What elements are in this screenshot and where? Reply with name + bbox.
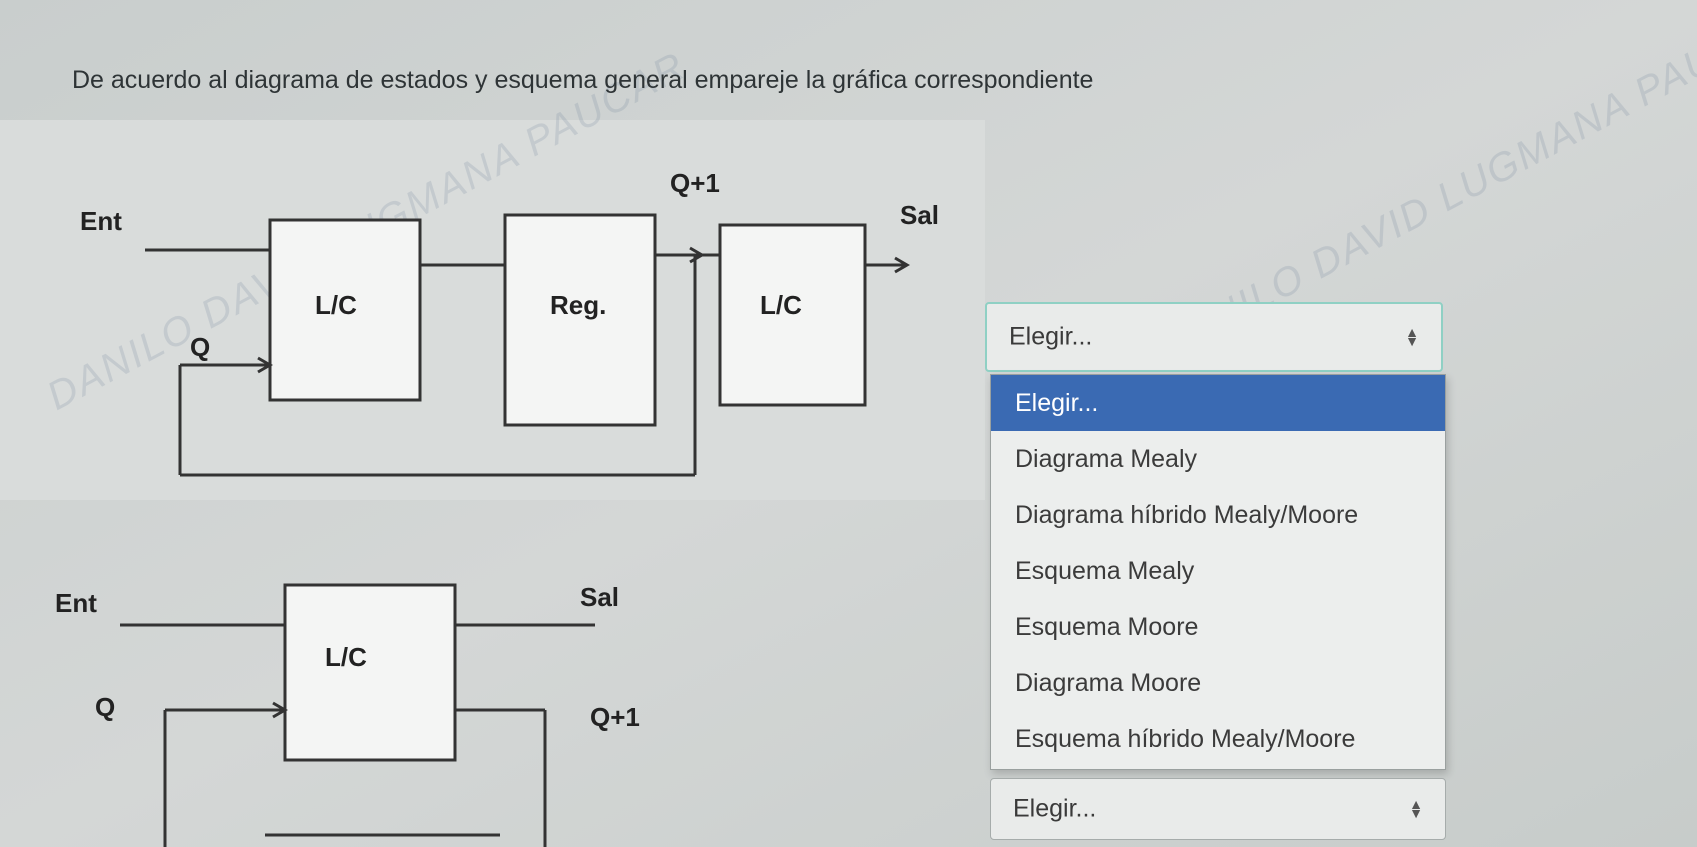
top-block-diagram: Ent Q Q+1 Sal L/C Reg. L/C bbox=[60, 150, 960, 490]
select-arrows-icon: ▲▼ bbox=[1405, 324, 1419, 349]
select-option[interactable]: Esquema Mealy bbox=[1015, 557, 1195, 585]
top-diagram-lines bbox=[145, 213, 910, 477]
select-arrows-icon: ▲▼ bbox=[1409, 796, 1423, 821]
select-option[interactable]: Esquema Moore bbox=[1015, 613, 1199, 641]
logic-block-label: L/C bbox=[315, 290, 357, 320]
bottom-block-diagram: Ent Sal Q Q+1 L/C bbox=[20, 570, 660, 847]
select-option[interactable]: Diagrama Moore bbox=[1015, 669, 1202, 697]
state-label: Q bbox=[190, 332, 211, 362]
next-state-label: Q+1 bbox=[590, 702, 640, 732]
select-value: Elegir... bbox=[1009, 322, 1093, 351]
bottom-diagram-lines bbox=[120, 583, 595, 847]
select-option[interactable]: Esquema híbrido Mealy/Moore bbox=[1015, 725, 1356, 753]
state-label: Q bbox=[95, 692, 116, 722]
logic-block-label: L/C bbox=[760, 290, 802, 320]
output-label: Sal bbox=[580, 582, 620, 612]
select-option[interactable]: Diagrama Mealy bbox=[1015, 445, 1198, 473]
next-state-label: Q+1 bbox=[670, 168, 720, 198]
question-prompt: De acuerdo al diagrama de estados y esqu… bbox=[72, 66, 1094, 94]
logic-block-label: L/C bbox=[325, 642, 367, 672]
select-option[interactable]: Diagrama híbrido Mealy/Moore bbox=[1015, 501, 1359, 529]
select-value: Elegir... bbox=[1013, 794, 1097, 823]
input-label: Ent bbox=[55, 588, 97, 618]
select-option[interactable]: Elegir... bbox=[991, 375, 1445, 431]
input-label: Ent bbox=[80, 206, 122, 236]
match-select-1[interactable]: Elegir... ▲▼ bbox=[985, 302, 1443, 372]
output-label: Sal bbox=[900, 200, 940, 230]
select-1-options: Elegir... Diagrama Mealy Diagrama híbrid… bbox=[990, 374, 1446, 770]
match-select-2[interactable]: Elegir... ▲▼ bbox=[990, 778, 1446, 840]
register-label: Reg. bbox=[550, 290, 607, 320]
